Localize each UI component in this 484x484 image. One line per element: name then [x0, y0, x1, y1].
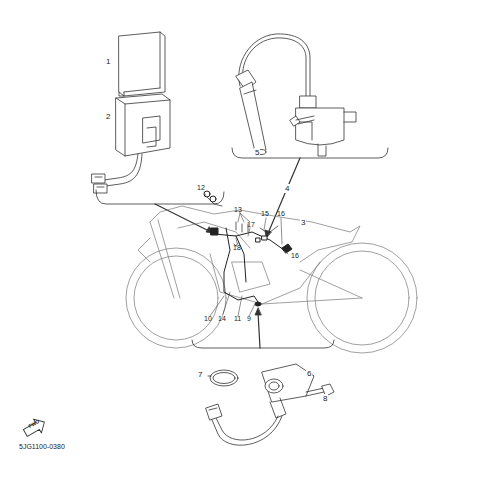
- callout-number: 11: [233, 314, 242, 323]
- callout-number: 5: [254, 148, 260, 157]
- callout-number: 17: [246, 220, 256, 229]
- callout-number: 15: [260, 209, 270, 218]
- callout-number: 16: [276, 209, 286, 218]
- bolt: [306, 384, 334, 396]
- leader-lines: [204, 192, 288, 316]
- callout-number: 6: [306, 369, 312, 378]
- callout-number: 2: [105, 112, 111, 121]
- sensor: [262, 364, 314, 418]
- callout-number: 13: [233, 205, 243, 214]
- front-direction-icon: [21, 415, 48, 440]
- callout-number: 9: [246, 314, 252, 323]
- callout-number: 3: [300, 218, 306, 227]
- bolt: [290, 116, 314, 126]
- callout-number: 16: [290, 251, 300, 260]
- o-ring: [208, 370, 238, 386]
- callout-number: 10: [203, 314, 213, 323]
- callout-number: 18: [232, 243, 242, 252]
- figure-code: 5JG1100-0380: [18, 442, 66, 451]
- cdi-unit: [119, 32, 165, 96]
- callout-number: 14: [217, 314, 227, 323]
- wire-harness: [204, 191, 292, 306]
- cdi-holder: [116, 94, 170, 156]
- motorcycle-outline: [126, 206, 417, 353]
- ignition-coil: [296, 96, 356, 156]
- sensor-lead: [206, 404, 282, 445]
- callout-number: 4: [284, 184, 290, 193]
- callout-number: 7: [197, 370, 203, 379]
- cdi-leads: [92, 154, 142, 193]
- callout-number: 12: [196, 183, 206, 192]
- callout-number: 8: [322, 394, 328, 403]
- callout-number: 1: [105, 57, 111, 66]
